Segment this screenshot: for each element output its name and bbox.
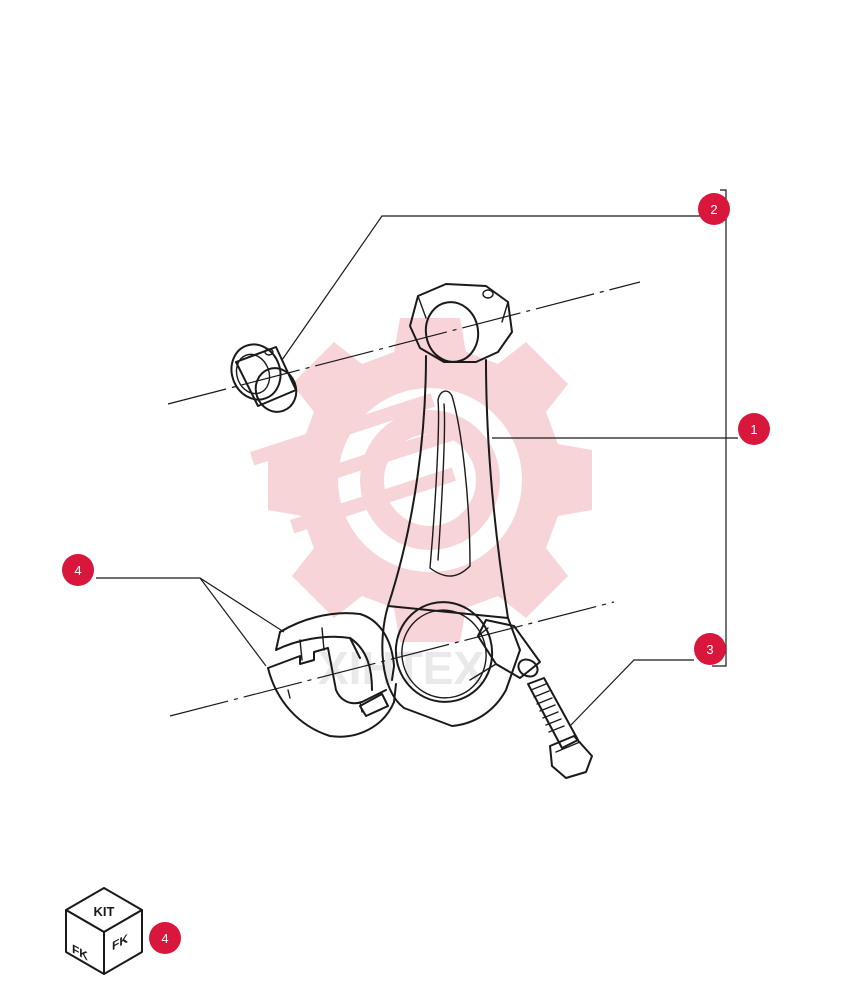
callout-3[interactable]: 3: [694, 633, 726, 665]
watermark-gear-icon: [250, 318, 592, 642]
leader-line-3: [569, 659, 694, 727]
leader-line-2: [281, 215, 700, 361]
callout-4[interactable]: 4: [62, 554, 94, 586]
callout-2[interactable]: 2: [698, 193, 730, 225]
callout-2-label: 2: [710, 202, 717, 217]
kit-box-icon[interactable]: KIT FK FK: [65, 887, 143, 975]
kit-label: KIT: [94, 904, 115, 919]
kit-callout-label: 4: [161, 931, 168, 946]
callout-3-label: 3: [706, 642, 713, 657]
watermark: XIHTEX: [250, 318, 592, 694]
connecting-rod: [381, 283, 541, 727]
connecting-rod-bolt: [527, 677, 593, 779]
lower-axis-line: [169, 601, 615, 717]
callout-4-label: 4: [74, 563, 81, 578]
callout-1-label: 1: [750, 422, 757, 437]
callout-1[interactable]: 1: [738, 413, 770, 445]
big-end-bearing-shells: [267, 612, 397, 738]
small-end-bush: [230, 343, 298, 413]
kit-callout-4[interactable]: 4: [149, 922, 181, 954]
leader-line-4b: [199, 577, 267, 667]
leader-line-4a: [96, 577, 285, 633]
assembly-bracket: [712, 189, 727, 667]
